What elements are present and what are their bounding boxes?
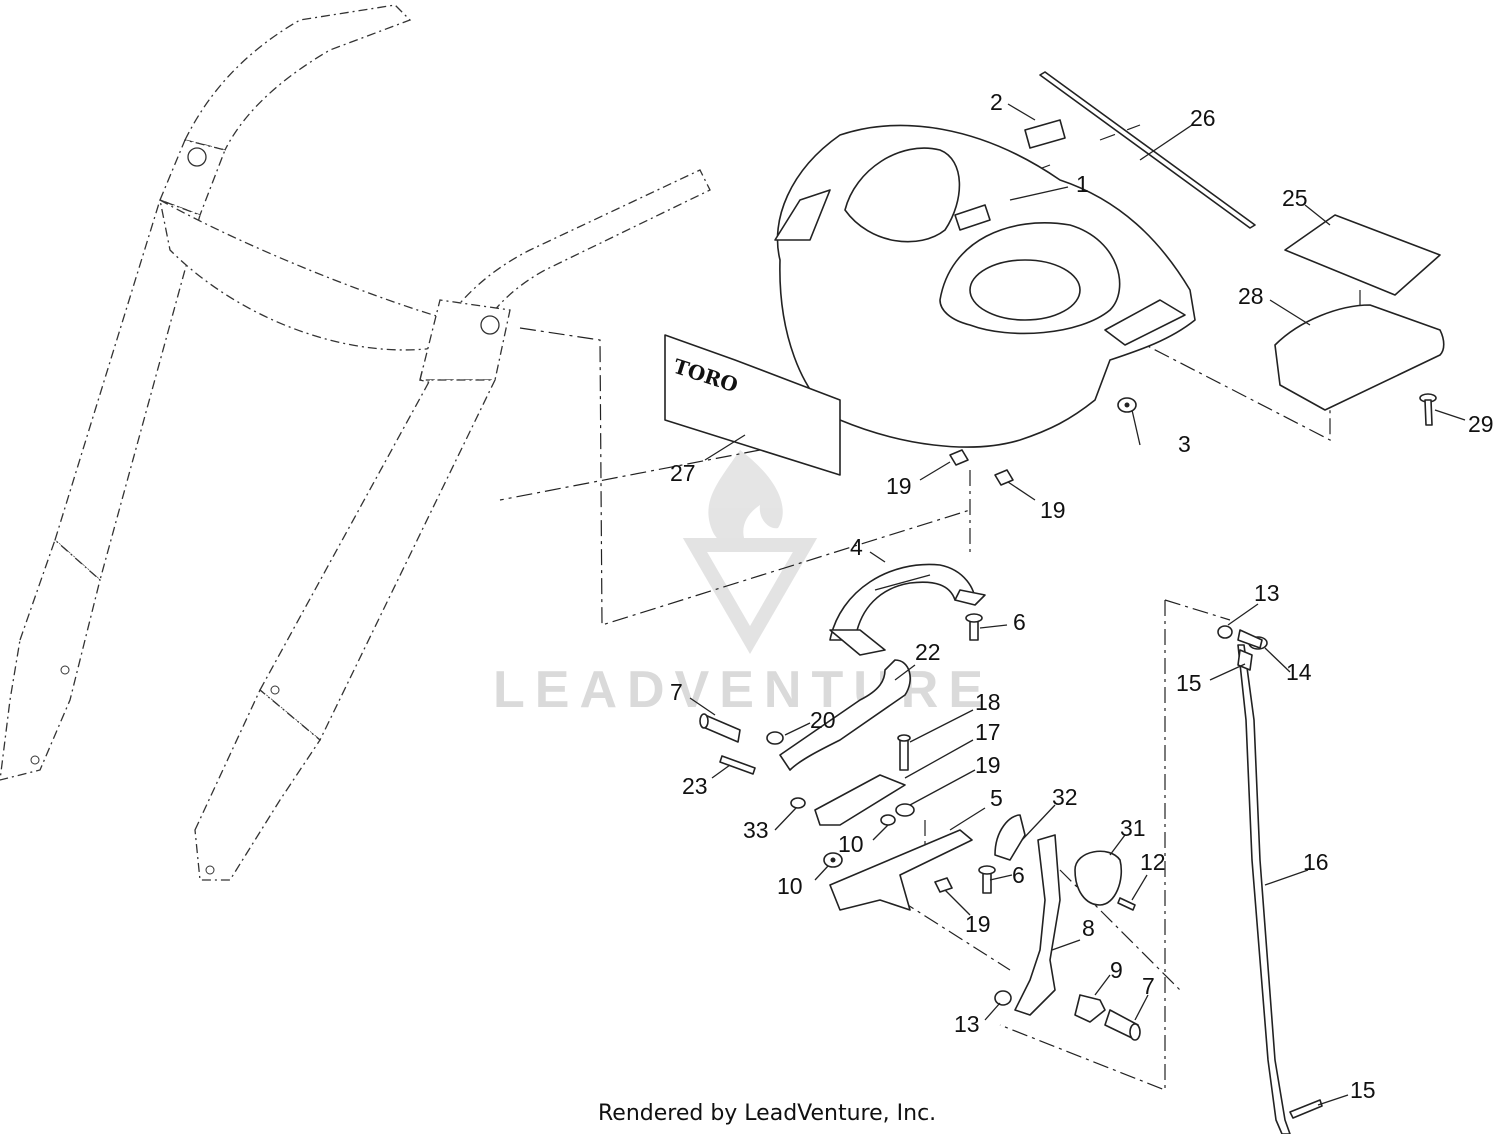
part-19-nut-b	[994, 469, 1014, 486]
part-19-nut-c	[934, 877, 953, 893]
part-6-bolt-a	[965, 613, 983, 641]
part-22-lever	[779, 659, 911, 771]
part-12-screw	[1117, 897, 1136, 911]
callout-16: 16	[1303, 849, 1329, 875]
callout-12: 12	[1140, 849, 1166, 875]
part-29-bolt	[1419, 393, 1437, 426]
callout-22: 22	[915, 639, 941, 665]
watermark: LEADVENTURE	[493, 450, 993, 719]
callout-29: 29	[1468, 411, 1494, 437]
part-5-plate	[829, 829, 973, 911]
part-17-bracket	[814, 774, 906, 826]
part-15-clip-b	[1289, 1099, 1323, 1119]
part-10-washer-b	[823, 852, 843, 868]
part-32-cam	[994, 814, 1026, 861]
callout-33: 33	[743, 817, 769, 843]
callout-8: 8	[1082, 915, 1095, 941]
callout-7a: 7	[670, 679, 683, 705]
part-20-nut	[766, 731, 784, 745]
part-6-bolt-b	[978, 865, 996, 894]
footer-credit: Rendered by LeadVenture, Inc.	[598, 1101, 936, 1126]
callout-15a: 15	[1176, 670, 1202, 696]
callout-27: 27	[670, 460, 696, 486]
callout-19d: 19	[965, 911, 991, 937]
callout-10a: 10	[838, 831, 864, 857]
part-31-knob	[1074, 850, 1122, 906]
part-7-pin-b	[1104, 1009, 1141, 1041]
callout-13a: 13	[1254, 580, 1280, 606]
callout-6b: 6	[1012, 862, 1025, 888]
callout-26: 26	[1190, 105, 1216, 131]
part-9-spring	[1074, 994, 1106, 1023]
callout-15b: 15	[1350, 1077, 1376, 1103]
part-13-washer-a	[1217, 625, 1233, 639]
callout-5: 5	[990, 785, 1003, 811]
part-14-fitting	[1237, 629, 1268, 650]
part-3-washer	[1117, 397, 1137, 413]
part-23-screw	[719, 755, 756, 775]
callout-25: 25	[1282, 185, 1308, 211]
part-26-strip	[1039, 71, 1256, 229]
callout-32: 32	[1052, 784, 1078, 810]
callouts: 1 2 3 4 5 6 6 7 7 8 9 10 10 12 13 13 14 …	[670, 89, 1494, 1103]
callout-2: 2	[990, 89, 1003, 115]
callout-13b: 13	[954, 1011, 980, 1037]
callout-19a: 19	[886, 473, 912, 499]
callout-1: 1	[1076, 171, 1089, 197]
part-13-washer-b	[994, 990, 1012, 1006]
callout-19b: 19	[1040, 497, 1066, 523]
part-7-pin-a	[699, 713, 741, 743]
callout-17: 17	[975, 719, 1001, 745]
callout-3: 3	[1178, 431, 1191, 457]
part-28-cover	[1274, 304, 1445, 411]
callout-23: 23	[682, 773, 708, 799]
leader-lines	[689, 103, 1466, 1106]
handle-assembly	[0, 4, 711, 881]
callout-19c: 19	[975, 752, 1001, 778]
part-8-arm	[1014, 834, 1061, 1016]
part-2-cap	[1024, 119, 1066, 149]
part-4-bracket	[829, 563, 986, 656]
callout-14: 14	[1286, 659, 1312, 685]
callout-31: 31	[1120, 815, 1146, 841]
part-25-decal	[1284, 214, 1441, 296]
part-16-rod	[1237, 644, 1291, 1134]
callout-20: 20	[810, 707, 836, 733]
part-10-spacer-a	[880, 803, 915, 826]
callout-9: 9	[1110, 957, 1123, 983]
callout-7b: 7	[1142, 973, 1155, 999]
callout-6a: 6	[1013, 609, 1026, 635]
part-27-decal: TORO	[664, 334, 841, 476]
callout-10b: 10	[777, 873, 803, 899]
callout-4: 4	[850, 534, 863, 560]
watermark-text: LEADVENTURE	[493, 661, 993, 719]
part-18-screw	[897, 734, 911, 771]
callout-28: 28	[1238, 283, 1264, 309]
part-33-nut	[790, 797, 806, 809]
callout-18: 18	[975, 689, 1001, 715]
part-19-nut-a	[949, 449, 969, 466]
part-shroud	[774, 124, 1196, 448]
